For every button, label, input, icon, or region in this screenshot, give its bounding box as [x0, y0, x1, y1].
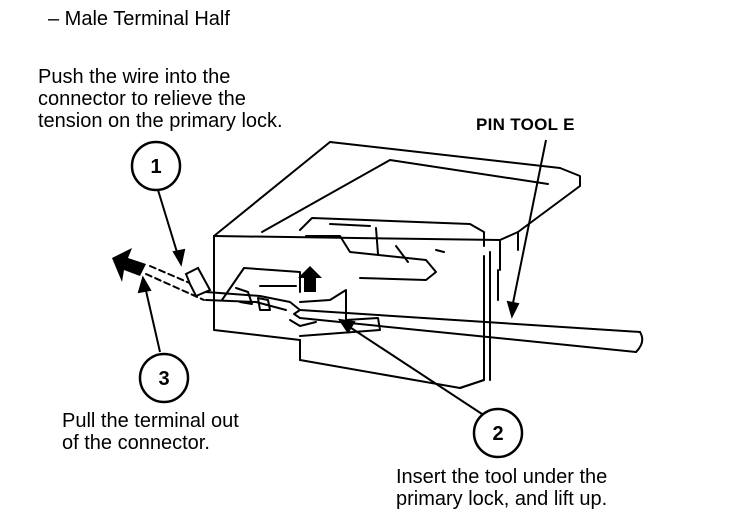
leader-3	[143, 281, 161, 353]
leader-1	[157, 189, 181, 263]
terminal-cavity	[221, 267, 301, 301]
pin-tool	[299, 309, 641, 353]
step-2-instruction: Insert the tool under the primary lock, …	[396, 466, 608, 510]
step-3-number: 3	[158, 368, 169, 390]
step-1-callout: 1	[130, 140, 182, 192]
housing-right-back-edge	[517, 167, 581, 233]
step-2-number: 2	[492, 423, 503, 445]
latch-window	[299, 217, 485, 247]
pull-arrow	[112, 248, 146, 282]
housing-right-wall	[499, 231, 519, 251]
step-1-number: 1	[150, 156, 161, 178]
step-1-instruction: Push the wire into the connector to reli…	[38, 66, 283, 132]
housing-top-far-edge	[329, 141, 561, 169]
step-3-callout: 3	[138, 352, 190, 404]
step-2-callout: 2	[472, 407, 524, 459]
housing-inner-top	[261, 159, 549, 233]
leader-tool	[511, 139, 547, 309]
step-3-instruction: Pull the terminal out of the connector.	[62, 410, 239, 454]
housing-bottom-edge	[299, 359, 485, 389]
push-arrow	[184, 266, 212, 298]
housing-front-face	[213, 235, 301, 341]
leader-2	[341, 321, 483, 415]
housing-top-edge	[213, 141, 331, 237]
lift-arrow	[298, 266, 322, 292]
diagram-title: – Male Terminal Half	[48, 8, 230, 30]
pin-tool-label: PIN TOOL E	[476, 115, 575, 134]
terminal	[205, 291, 301, 311]
